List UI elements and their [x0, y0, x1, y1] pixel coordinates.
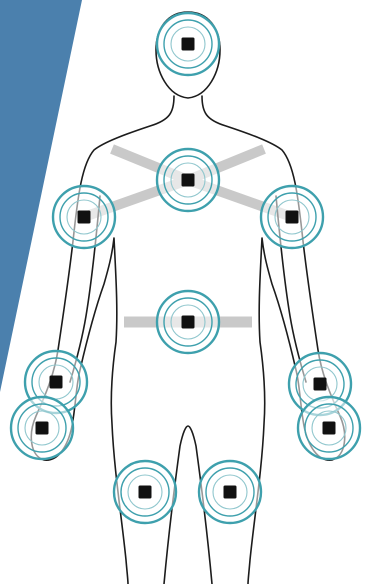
concentric-rings-sensor-icon: [113, 460, 177, 524]
concentric-rings-sensor-icon: [156, 148, 220, 212]
sensor-right-hand: [10, 396, 74, 460]
concentric-rings-sensor-icon: [297, 396, 361, 460]
sensor-left-thigh: [198, 460, 262, 524]
sensor-left-upper-arm: [260, 185, 324, 249]
sensor-waist: [156, 290, 220, 354]
concentric-rings-sensor-icon: [156, 290, 220, 354]
sensor-chest: [156, 148, 220, 212]
sensor-right-thigh: [113, 460, 177, 524]
concentric-rings-sensor-icon: [156, 12, 220, 76]
concentric-rings-sensor-icon: [10, 396, 74, 460]
concentric-rings-sensor-icon: [260, 185, 324, 249]
sensor-left-hand: [297, 396, 361, 460]
concentric-rings-sensor-icon: [198, 460, 262, 524]
sensor-head: [156, 12, 220, 76]
concentric-rings-sensor-icon: [52, 185, 116, 249]
sensor-right-upper-arm: [52, 185, 116, 249]
